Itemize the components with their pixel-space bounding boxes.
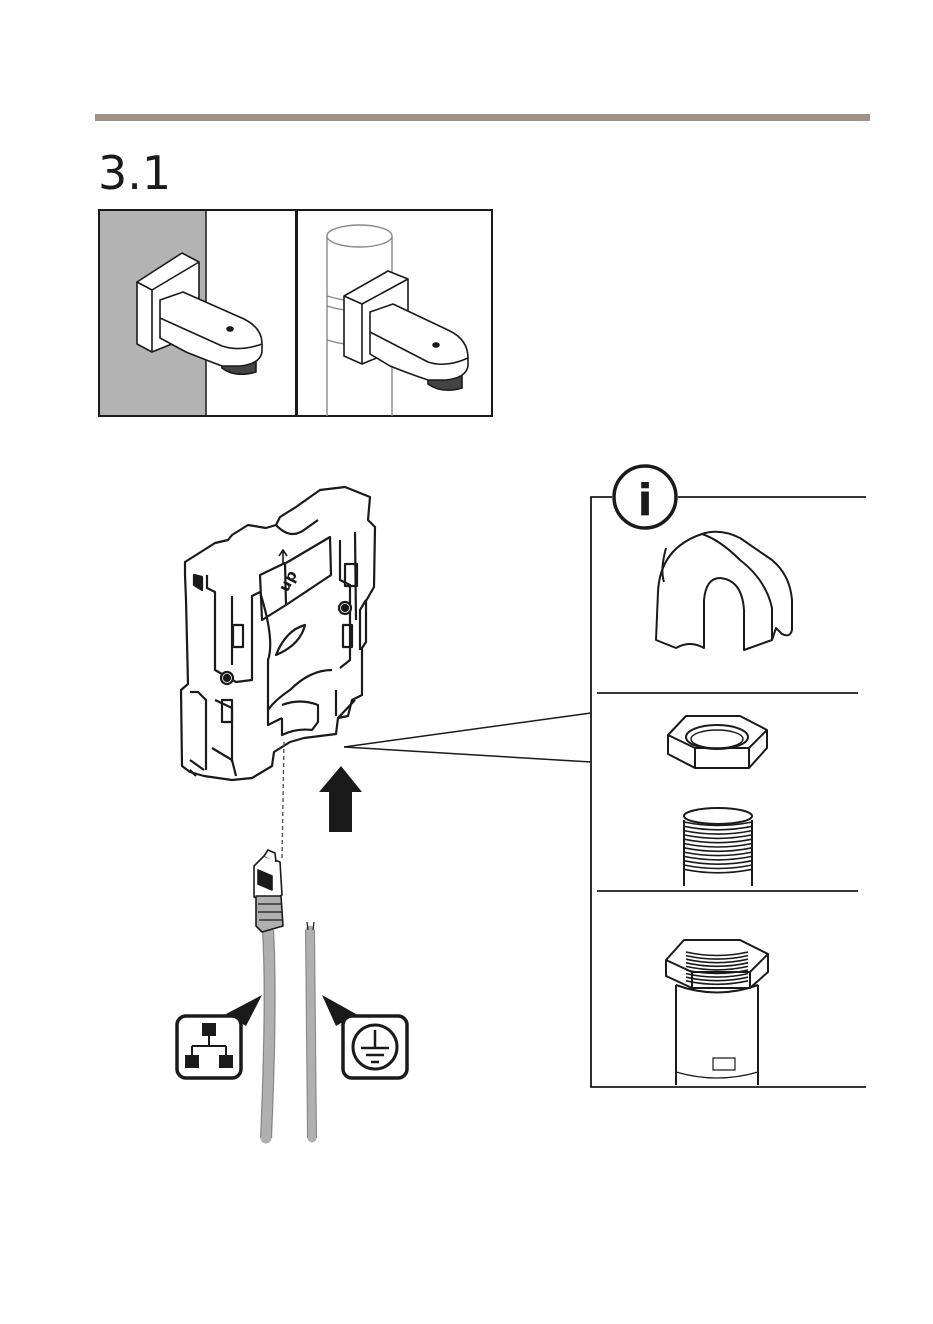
svg-text:i: i xyxy=(637,475,652,526)
conduit-nut-icon xyxy=(668,716,767,886)
conduit-assembled-icon xyxy=(666,940,768,1085)
info-icon: i xyxy=(614,466,676,528)
threaded-pipe-icon xyxy=(684,808,752,886)
conduit-cap-icon xyxy=(656,532,792,650)
